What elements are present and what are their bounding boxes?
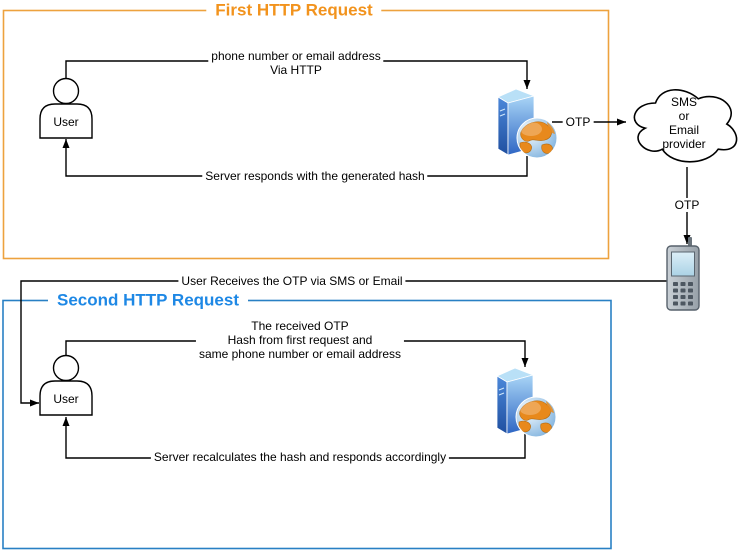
server1-icon bbox=[498, 89, 557, 158]
user1-label: User bbox=[53, 114, 79, 129]
otp1-label: OTP bbox=[562, 114, 594, 130]
otp2-label: OTP bbox=[671, 197, 703, 213]
user2-icon bbox=[39, 354, 93, 416]
server2-icon bbox=[497, 368, 556, 437]
second-request-title: Second HTTP Request bbox=[48, 291, 248, 311]
phone-keypad bbox=[673, 282, 693, 306]
receive-otp-label: User Receives the OTP via SMS or Email bbox=[178, 273, 406, 289]
first-request-title: First HTTP Request bbox=[206, 1, 382, 21]
cloud-icon bbox=[633, 89, 738, 163]
request1-label: phone number or email address Via HTTP bbox=[208, 48, 384, 78]
phone-icon bbox=[666, 237, 700, 311]
user2-label: User bbox=[53, 391, 79, 406]
user1-icon bbox=[39, 77, 93, 139]
response2-label: Server recalculates the hash and respond… bbox=[150, 449, 450, 465]
provider-cloud-label: SMS or Email provider bbox=[662, 95, 706, 151]
second-request-box bbox=[2, 299, 612, 550]
phone-screen bbox=[671, 251, 695, 277]
request2-label: The received OTP Hash from first request… bbox=[195, 318, 405, 362]
response1-label: Server responds with the generated hash bbox=[202, 168, 428, 184]
